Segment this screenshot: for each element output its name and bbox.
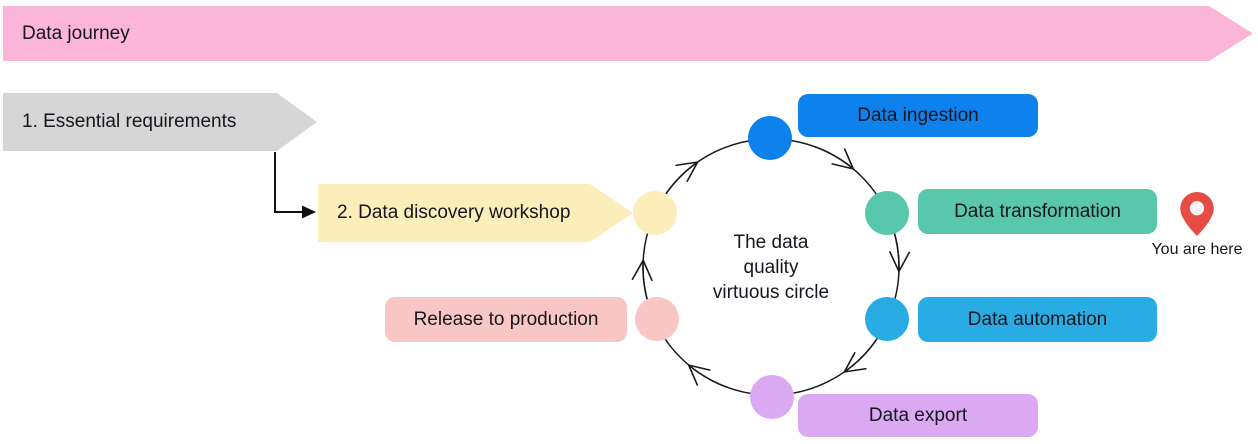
node-data-transformation[interactable]: [865, 191, 909, 235]
map-pin-hole: [1189, 201, 1205, 216]
step-connector-line: [274, 152, 302, 213]
step-connector-arrowhead: [302, 205, 316, 219]
label-release-to-production[interactable]: Release to production: [385, 297, 627, 342]
node-data-automation[interactable]: [865, 297, 909, 341]
label-data-transformation[interactable]: Data transformation: [918, 189, 1157, 234]
node-data-ingestion[interactable]: [748, 116, 792, 160]
step1-label: 1. Essential requirements: [22, 111, 237, 132]
banner-label: Data journey: [22, 22, 130, 44]
cycle-title: The data quality virtuous circle: [691, 230, 851, 305]
step2-label: 2. Data discovery workshop: [337, 202, 571, 223]
step-data-discovery-workshop[interactable]: 2. Data discovery workshop: [318, 184, 633, 242]
cycle-title-line3: virtuous circle: [712, 282, 830, 303]
map-pin-icon: [1180, 192, 1214, 236]
arc-automation-to-export: [842, 339, 877, 373]
label-data-ingestion[interactable]: Data ingestion: [798, 94, 1038, 137]
you-are-here-label: You are here: [1151, 241, 1243, 258]
node-workshop[interactable]: [633, 191, 677, 235]
arc-transformation-to-automation: [888, 227, 911, 274]
label-data-automation[interactable]: Data automation: [918, 297, 1157, 342]
cycle-title-line1: The data: [733, 232, 809, 253]
arc-ingestion-to-transformation: [814, 145, 855, 171]
arc-workshop-to-ingestion: [665, 161, 700, 195]
arc-export-to-release: [687, 363, 728, 389]
label-data-export[interactable]: Data export: [798, 394, 1038, 437]
node-release-to-production[interactable]: [635, 297, 679, 341]
step-essential-requirements[interactable]: 1. Essential requirements: [3, 93, 317, 151]
banner-data-journey[interactable]: Data journey: [3, 6, 1253, 61]
cycle-title-line2: quality: [743, 257, 799, 278]
node-data-export[interactable]: [750, 375, 794, 419]
